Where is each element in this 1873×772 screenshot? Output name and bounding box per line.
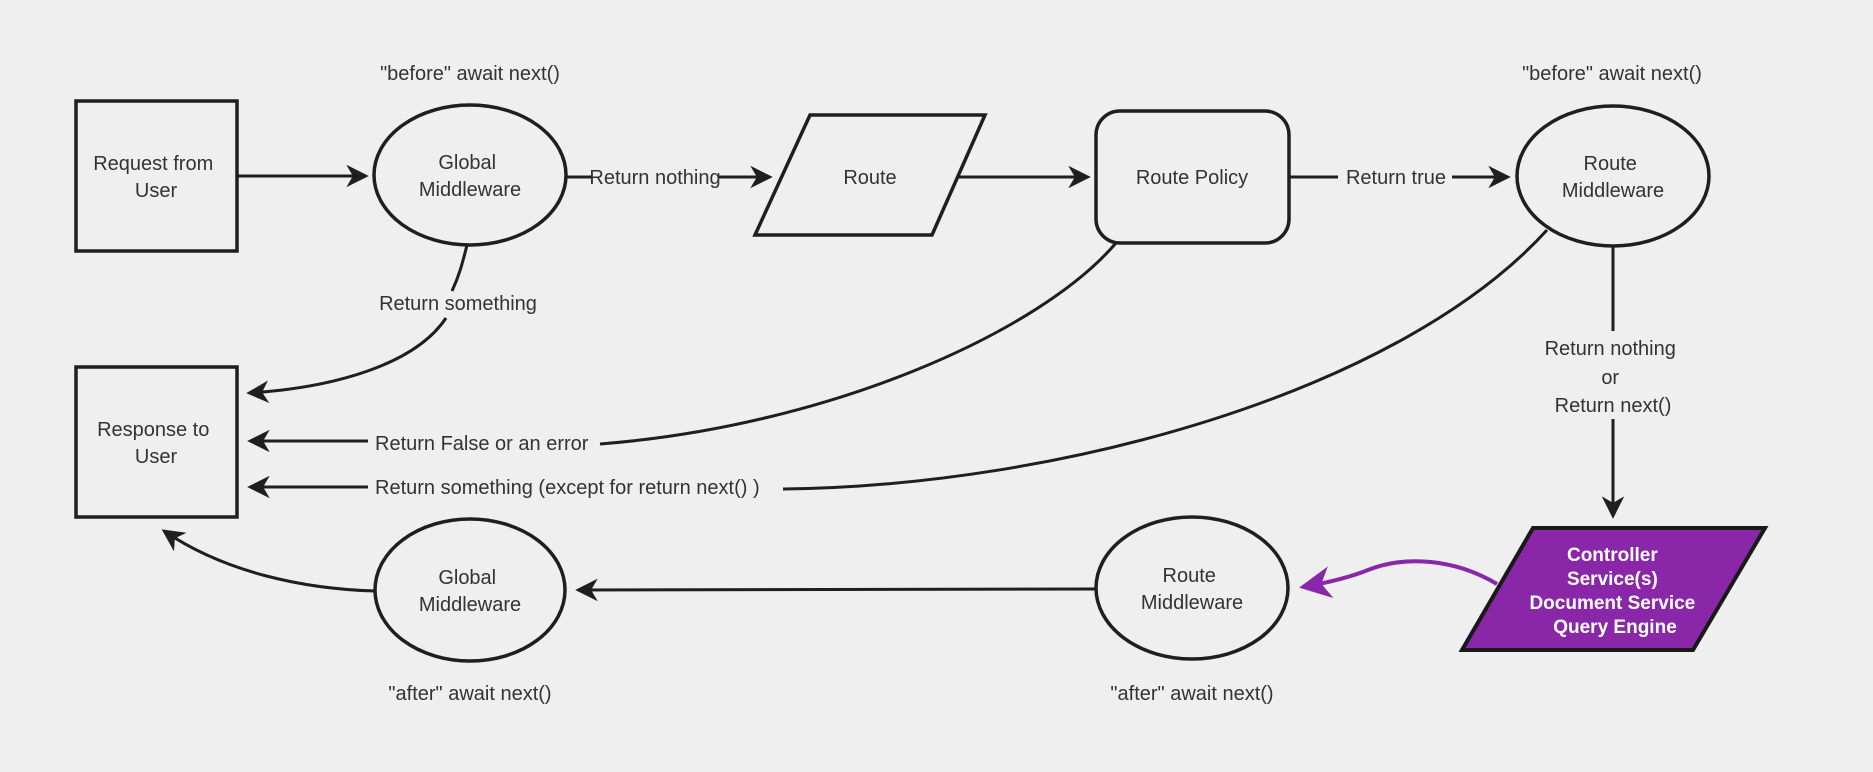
route-node-label: Route [843, 167, 896, 189]
edge-label-return-something-except: Return something (except for return next… [375, 477, 760, 499]
route-middleware-bottom-label: Route Middleware [1141, 565, 1243, 614]
edge-route-middleware-to-label-return-except [782, 228, 1549, 491]
route-middleware-top-node [1515, 104, 1711, 248]
edge-label-return-true: Return true [1346, 167, 1446, 189]
global-middleware-bottom-node [373, 517, 567, 663]
edge-route-policy-to-label-return-false [599, 242, 1118, 446]
edge-label-return-something: Return something [379, 293, 537, 315]
controller-services-label: Controller Service(s) Document Service Q… [1529, 545, 1700, 638]
after-await-next-annotation-left: "after" await next() [388, 683, 551, 705]
after-await-next-annotation-right: "after" await next() [1110, 683, 1273, 705]
route-node [752, 113, 988, 237]
controller-services-node [1458, 526, 1769, 652]
global-middleware-bottom-label: Global Middleware [419, 567, 521, 616]
edge-global-bottom-to-response [161, 529, 376, 593]
response-node [74, 365, 239, 519]
before-await-next-annotation-left: "before" await next() [380, 63, 560, 85]
request-node [74, 99, 239, 253]
global-middleware-top-node [372, 103, 568, 247]
request-node-label: Request from User [93, 153, 219, 202]
route-policy-node [1094, 109, 1291, 245]
route-middleware-top-label: Route Middleware [1562, 153, 1664, 202]
global-middleware-top-label: Global Middleware [419, 152, 521, 201]
route-policy-node-label: Route Policy [1136, 167, 1248, 189]
before-await-next-annotation-right: "before" await next() [1522, 63, 1702, 85]
route-middleware-bottom-node [1094, 515, 1290, 661]
edge-label-return-nothing: Return nothing [589, 167, 720, 189]
edge-label-return-nothing-or-next: Return nothing or Return next() [1545, 338, 1682, 417]
edge-label-return-false-or-error: Return False or an error [375, 433, 589, 455]
edge-route-middleware-bottom-to-global-bottom [575, 578, 1097, 602]
edge-global-to-label-return-something [450, 244, 469, 292]
edge-controller-to-route-middleware-bottom [1299, 559, 1499, 598]
response-node-label: Response to User [97, 419, 215, 468]
edge-label-return-something-to-response [246, 317, 448, 404]
